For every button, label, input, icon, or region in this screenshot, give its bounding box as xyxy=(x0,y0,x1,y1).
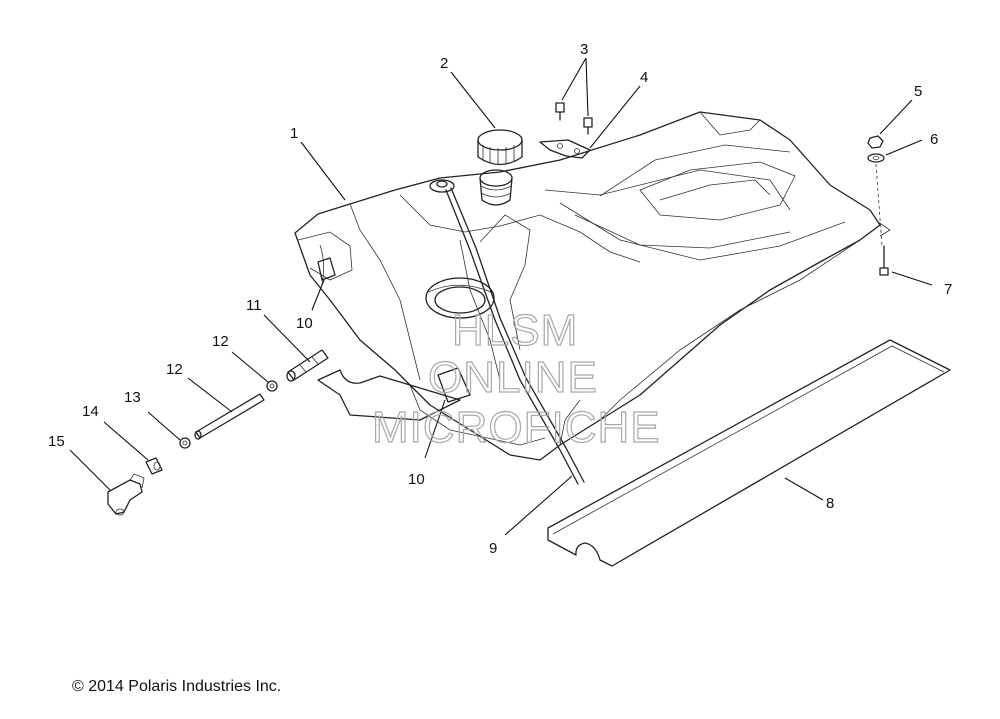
watermark: HLSM ONLINE MICROFICHE xyxy=(371,305,661,452)
grommet-lower xyxy=(437,367,471,403)
vent-hose xyxy=(445,187,585,485)
callout-3: 3 xyxy=(580,41,588,58)
callout-7: 7 xyxy=(944,281,952,298)
fuel-cap xyxy=(477,129,523,166)
callout-5: 5 xyxy=(914,83,922,100)
washer xyxy=(867,153,885,163)
callout-1: 1 xyxy=(290,125,298,142)
leader-lines xyxy=(69,57,933,536)
lower-mount-tab xyxy=(317,369,461,421)
fuel-line xyxy=(194,393,265,440)
callout-4: 4 xyxy=(640,69,648,86)
watermark-line-1: HLSM xyxy=(452,306,578,355)
bolts xyxy=(555,102,593,135)
heat-shield-pad xyxy=(547,339,951,567)
callout-14: 14 xyxy=(82,403,99,420)
grommet-upper xyxy=(317,257,336,281)
hose-clamp-lower xyxy=(179,437,191,449)
copyright-notice: © 2014 Polaris Industries Inc. xyxy=(72,678,282,695)
callout-10-lower: 10 xyxy=(408,471,425,488)
fitting-cap xyxy=(145,457,163,475)
fuel-tank xyxy=(294,111,891,461)
callout-12-lower: 13 xyxy=(124,389,141,406)
bracket xyxy=(539,139,591,159)
callout-10-upper: 10 xyxy=(296,315,313,332)
mount-bolt xyxy=(879,245,889,276)
vent-fitting xyxy=(429,179,455,193)
fuel-fitting xyxy=(286,349,329,382)
callout-13: 12 xyxy=(166,361,183,378)
watermark-line-3: MICROFICHE xyxy=(372,403,661,452)
callout-12-upper: 12 xyxy=(212,333,229,350)
callout-8: 8 xyxy=(826,495,834,512)
pump-port xyxy=(425,277,495,319)
nut xyxy=(867,135,884,149)
watermark-line-2: ONLINE xyxy=(428,353,598,402)
callout-15: 15 xyxy=(48,433,65,450)
elbow-fitting xyxy=(107,473,145,516)
callout-6: 6 xyxy=(930,131,938,148)
callout-9: 9 xyxy=(489,540,497,557)
callout-11: 11 xyxy=(246,297,262,314)
hose-clamp-upper xyxy=(266,380,278,392)
filler-neck xyxy=(479,169,513,206)
callout-2: 2 xyxy=(440,55,448,72)
